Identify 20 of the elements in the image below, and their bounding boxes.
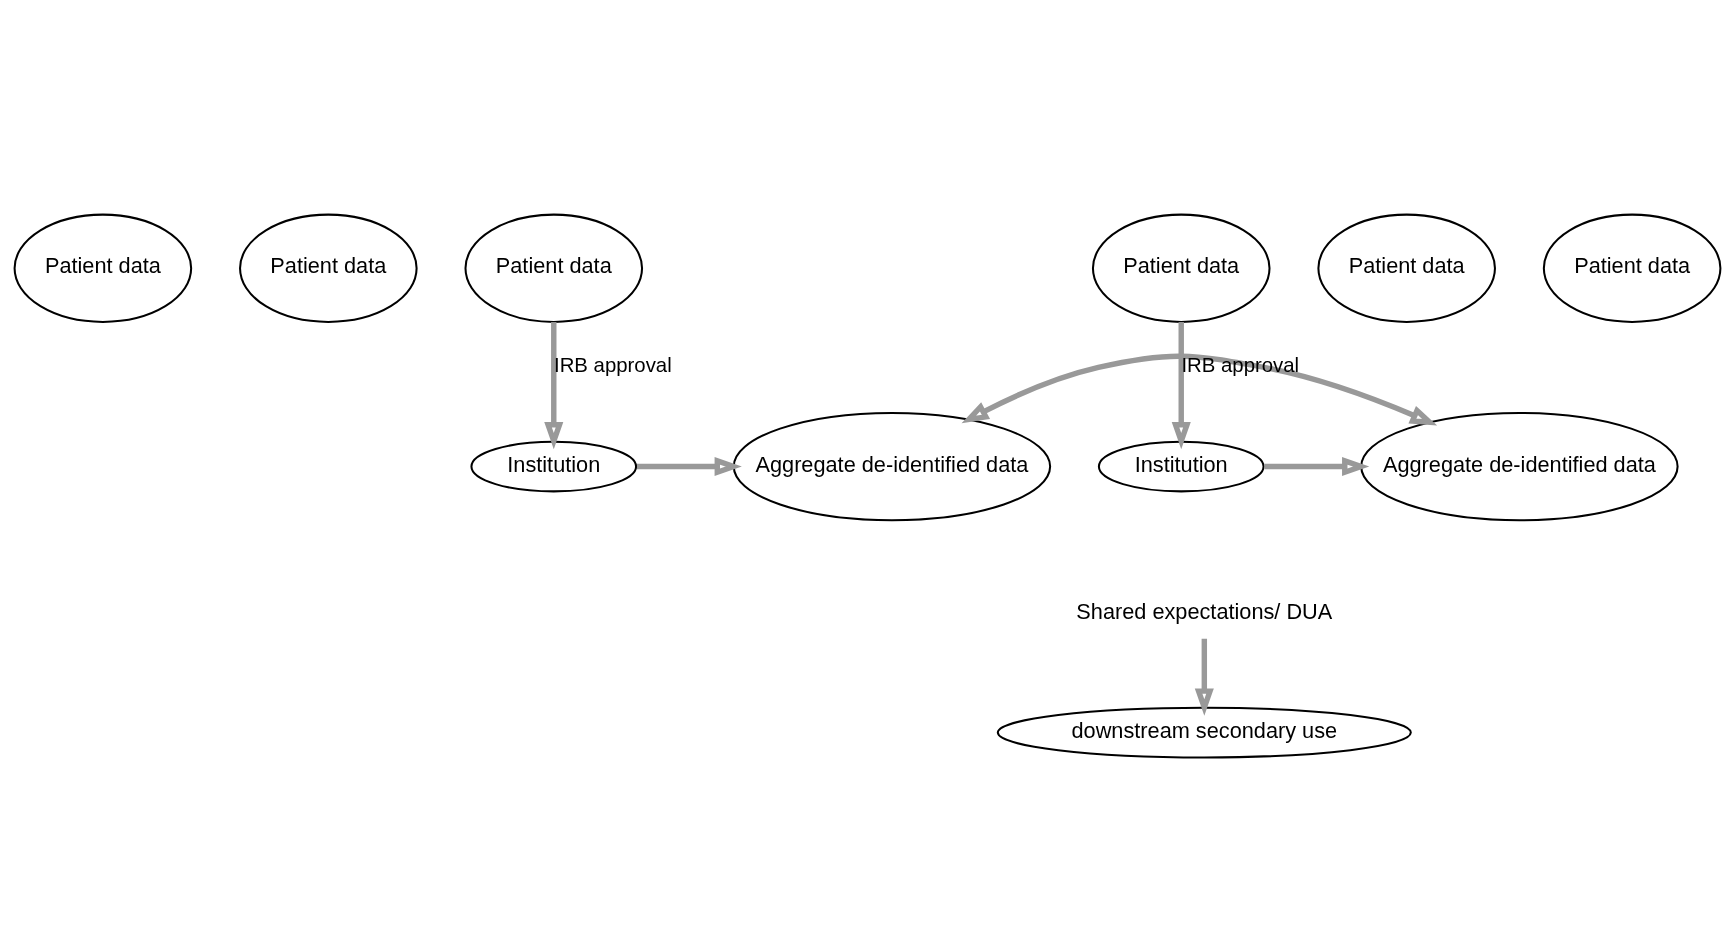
arrow [637,456,742,476]
node-ellipse: Patient data [1091,213,1271,323]
arrow [1171,321,1191,449]
arrow [1194,638,1214,716]
arrow [961,353,1438,426]
node-ellipse: Patient data [13,213,193,323]
node-ellipse: Patient data [1317,213,1496,323]
node-ellipse: Patient data [239,213,418,323]
node-text: Shared expectations/ DUA [1076,598,1333,624]
node-ellipse: Aggregate de-identified data [1360,411,1679,521]
edge-label: IRB approval [1181,353,1300,376]
arrow [1264,456,1370,476]
node-ellipse: Institution [1097,440,1265,492]
node-ellipse: Aggregate de-identified data [732,411,1052,521]
node-ellipse: downstream secondary use [996,706,1412,758]
node-ellipse: Patient data [464,213,644,323]
node-ellipse: Institution [470,440,638,492]
node-ellipse: Patient data [1542,213,1722,323]
arrow [544,321,564,449]
edge-label: IRB approval [554,353,672,376]
